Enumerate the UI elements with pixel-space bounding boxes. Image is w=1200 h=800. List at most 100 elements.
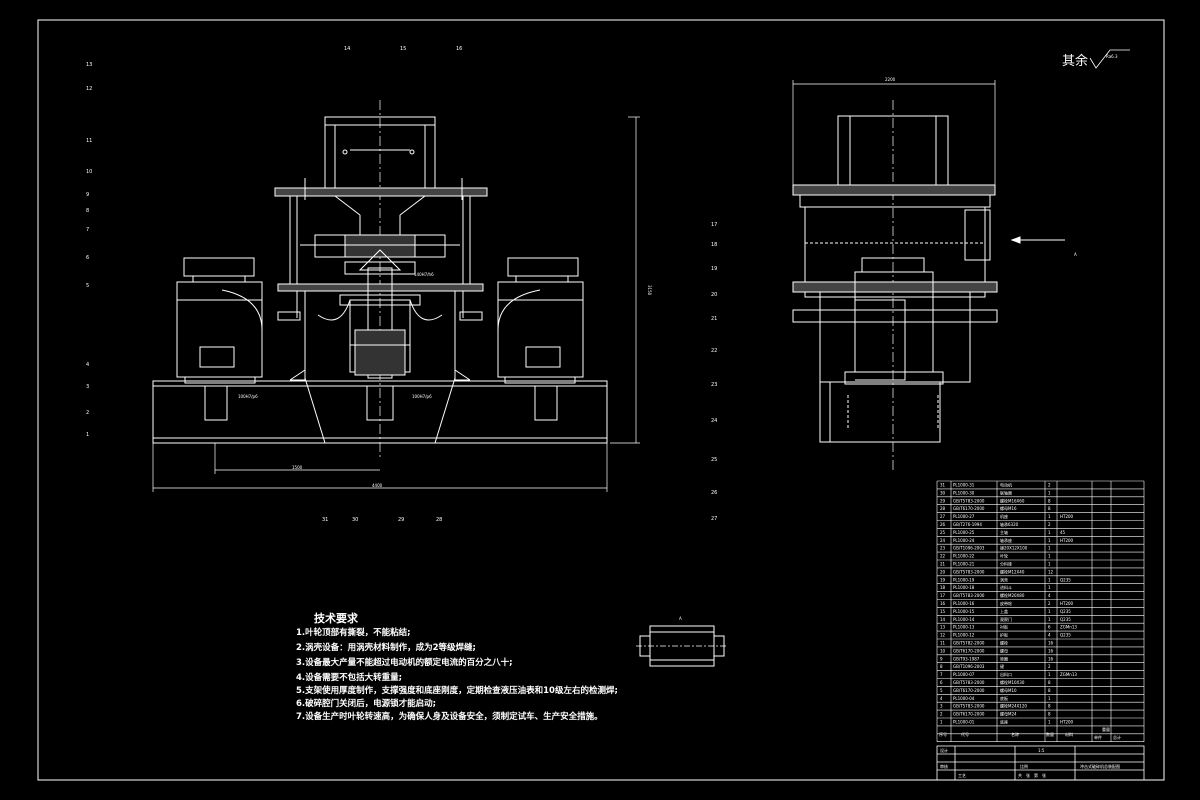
callout-19: 19 — [711, 266, 717, 272]
bom-cell-code: GB/T5783-2000 — [953, 569, 985, 574]
tech-req-item: 2.涡壳设备：用涡壳材料制作，成为2等级焊缝; — [296, 642, 476, 653]
bom-cell-no: 20 — [940, 569, 946, 574]
bom-cell-no: 13 — [940, 625, 946, 630]
bom-cell-code: PL1000-30 — [953, 490, 975, 495]
callout-13: 13 — [86, 62, 92, 68]
bom-cell-name: 螺母 — [1000, 647, 1008, 653]
bom-cell-qty: 8 — [1048, 688, 1051, 693]
bom-header-material: 材料 — [1065, 731, 1073, 737]
bom-cell-name: 键 — [1000, 663, 1004, 669]
title-sheet-label: 共 张 第 张 — [1018, 772, 1046, 778]
bom-cell-no: 14 — [940, 617, 946, 622]
bom-cell-name: 螺母M10 — [1000, 687, 1017, 693]
bom-cell-no: 26 — [940, 522, 946, 527]
bom-cell-no: 10 — [940, 648, 946, 653]
bom-cell-no: 27 — [940, 514, 946, 519]
bom-cell-name: 护板 — [1000, 632, 1008, 638]
bom-cell-note: Q235 — [1060, 617, 1071, 622]
bom-cell-note: Q235 — [1060, 577, 1071, 582]
bom-cell-qty: 16 — [1048, 656, 1054, 661]
callout-24: 24 — [711, 418, 717, 424]
bom-cell-name: 螺栓M16X60 — [1000, 497, 1025, 503]
bom-cell-qty: 2 — [1048, 522, 1051, 527]
title-ratio-label: 比例 — [1020, 763, 1028, 769]
title-block — [936, 745, 1145, 781]
bom-cell-no: 21 — [940, 562, 946, 567]
bom-cell-name: 皮带轮 — [1000, 600, 1012, 606]
bom-cell-no: 16 — [940, 601, 946, 606]
drawing-frame — [37, 19, 1165, 781]
bom-cell-note: Q235 — [1060, 633, 1071, 638]
bom-cell-code: PL1000-13 — [953, 625, 975, 630]
bom-cell-code: GB/T5783-2000 — [953, 704, 985, 709]
bom-cell-qty: 2 — [1048, 601, 1051, 606]
bom-cell-no: 4 — [940, 696, 943, 701]
bom-cell-code: GB/T1096-2003 — [953, 546, 985, 551]
section-marker: A — [679, 616, 682, 621]
bom-header-code: 代号 — [961, 731, 969, 737]
bom-header-weight: 重量 — [1102, 726, 1110, 732]
bom-cell-code: GB/T6170-2000 — [953, 648, 985, 653]
bom-cell-name: 涡壳 — [1000, 576, 1008, 582]
bom-cell-name: 螺母M16 — [1000, 505, 1017, 511]
side-view — [792, 80, 1065, 470]
bom-cell-code: GB/T1096-2003 — [953, 664, 985, 669]
bom-cell-no: 5 — [940, 688, 943, 693]
bom-cell-code: GB/T6170-2000 — [953, 712, 985, 717]
bom-cell-qty: 8 — [1048, 704, 1051, 709]
callout-22: 22 — [711, 348, 717, 354]
bom-cell-code: PL1000-25 — [953, 530, 975, 535]
callout-28: 28 — [436, 517, 442, 523]
bom-cell-no: 8 — [940, 664, 943, 669]
bom-cell-code: PL1000-18 — [953, 585, 975, 590]
bom-cell-name: 螺栓M24X120 — [1000, 703, 1027, 709]
callout-26: 26 — [711, 490, 717, 496]
bom-cell-note: HT200 — [1060, 538, 1074, 543]
tech-req-item: 3.设备最大产量不能超过电动机的额定电流的百分之八十; — [296, 657, 513, 668]
bom-cell-name: 主轴 — [1000, 529, 1008, 535]
bom-cell-code: PL1000-24 — [953, 538, 975, 543]
bom-cell-qty: 8 — [1048, 506, 1051, 511]
side-top-width-dimension: 2200 — [885, 77, 896, 82]
tech-req-item: 4.设备需要不包括大转重量; — [296, 672, 402, 683]
bom-cell-no: 6 — [940, 680, 943, 685]
roughness-symbol: 其余 Ra6.3 — [1062, 49, 1130, 69]
bom-cell-code: PL1000-31 — [953, 483, 975, 488]
bom-cell-name: 螺栓M12X40 — [1000, 568, 1025, 574]
bom-header-qty: 数量 — [1046, 731, 1054, 737]
bom-cell-name: 轴承座 — [1000, 537, 1012, 543]
bom-cell-code: PL1000-22 — [953, 554, 975, 559]
front-callouts-bottom: 31 30 29 28 — [322, 517, 442, 523]
bom-cell-note: ZGMn13 — [1060, 625, 1077, 630]
title-design-label: 设计 — [940, 747, 948, 753]
bom-cell-name: 机座 — [1000, 513, 1008, 519]
bom-cell-code: GB/T6170-2000 — [953, 506, 985, 511]
bom-cell-qty: 12 — [1048, 569, 1054, 574]
tech-req-item: 6.破碎腔门关闭后，电源锁才能启动; — [296, 698, 436, 709]
fit-left-label: 100H7/p6 — [238, 394, 258, 399]
bom-cell-qty: 2 — [1048, 664, 1051, 669]
bom-cell-name: 叶轮 — [1000, 553, 1008, 559]
callout-9: 9 — [86, 192, 89, 198]
roughness-value: Ra6.3 — [1106, 54, 1118, 59]
bom-cell-qty: 1 — [1048, 720, 1051, 725]
bom-cell-code: GB/T276-1994 — [953, 522, 982, 527]
callout-3: 3 — [86, 384, 89, 390]
fit-upper-label: 140H7/h6 — [414, 272, 434, 277]
bom-cell-name: 螺母M24 — [1000, 711, 1017, 717]
technical-requirements: 技术要求 1.叶轮顶部有撕裂，不能粘结; 2.涡壳设备：用涡壳材料制作，成为2等… — [296, 611, 618, 722]
bom-cell-no: 18 — [940, 585, 946, 590]
bom-cell-name: 观察门 — [1000, 616, 1012, 622]
title-process-label: 工艺 — [958, 773, 966, 778]
bom-cell-code: PL1000-01 — [953, 720, 975, 725]
bom-cell-code: GB/T5783-2000 — [953, 498, 985, 503]
bom-cell-name: 轴承6320 — [1000, 521, 1019, 527]
bom-cell-no: 3 — [940, 704, 943, 709]
bom-cell-qty: 1 — [1048, 609, 1051, 614]
bom-cell-qty: 6 — [1048, 625, 1051, 630]
bom-cell-qty: 8 — [1048, 498, 1051, 503]
bom-cell-note: HT200 — [1060, 601, 1074, 606]
callout-14: 14 — [344, 46, 350, 52]
bom-cell-qty: 16 — [1048, 648, 1054, 653]
bom-cell-name: 底板 — [1000, 695, 1008, 701]
